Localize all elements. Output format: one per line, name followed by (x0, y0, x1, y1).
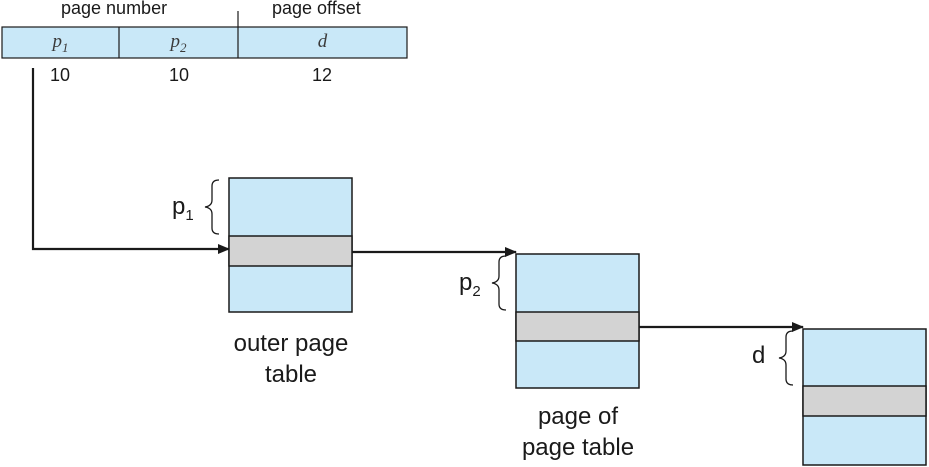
outer-page-table (228, 177, 353, 313)
page-number-label: page number (61, 0, 168, 18)
inner-table-caption: page of page table (483, 401, 673, 463)
bits-p1: 10 (49, 65, 71, 85)
field-p1: p1 (52, 31, 69, 55)
memory-page-entry (802, 385, 927, 417)
field-d: d (317, 31, 328, 52)
outer-caption-line2: table (264, 361, 318, 388)
inner-page-table (515, 253, 640, 389)
logical-address-bar (1, 26, 408, 59)
outer-table-entry (228, 235, 353, 267)
field-p2: p2 (170, 31, 187, 55)
p2-index-label: p2 (459, 269, 481, 300)
d-brace (778, 330, 794, 386)
outer-table-caption: outer page table (196, 328, 386, 390)
p2-brace (491, 255, 507, 311)
inner-caption-line1: page of (537, 403, 619, 430)
p1-brace (204, 179, 220, 235)
inner-table-entry (515, 311, 640, 342)
page-offset-label: page offset (272, 0, 361, 18)
d-index-label: d (752, 342, 766, 369)
p1-arrow (31, 68, 230, 254)
p1-index-label: p1 (172, 193, 194, 224)
bits-p2: 10 (168, 65, 190, 85)
outer-caption-line1: outer page (233, 330, 349, 357)
bits-d: 12 (311, 65, 333, 85)
address-bar-bg (1, 26, 408, 59)
memory-page (802, 328, 927, 466)
inner-caption-line2: page table (521, 434, 635, 461)
